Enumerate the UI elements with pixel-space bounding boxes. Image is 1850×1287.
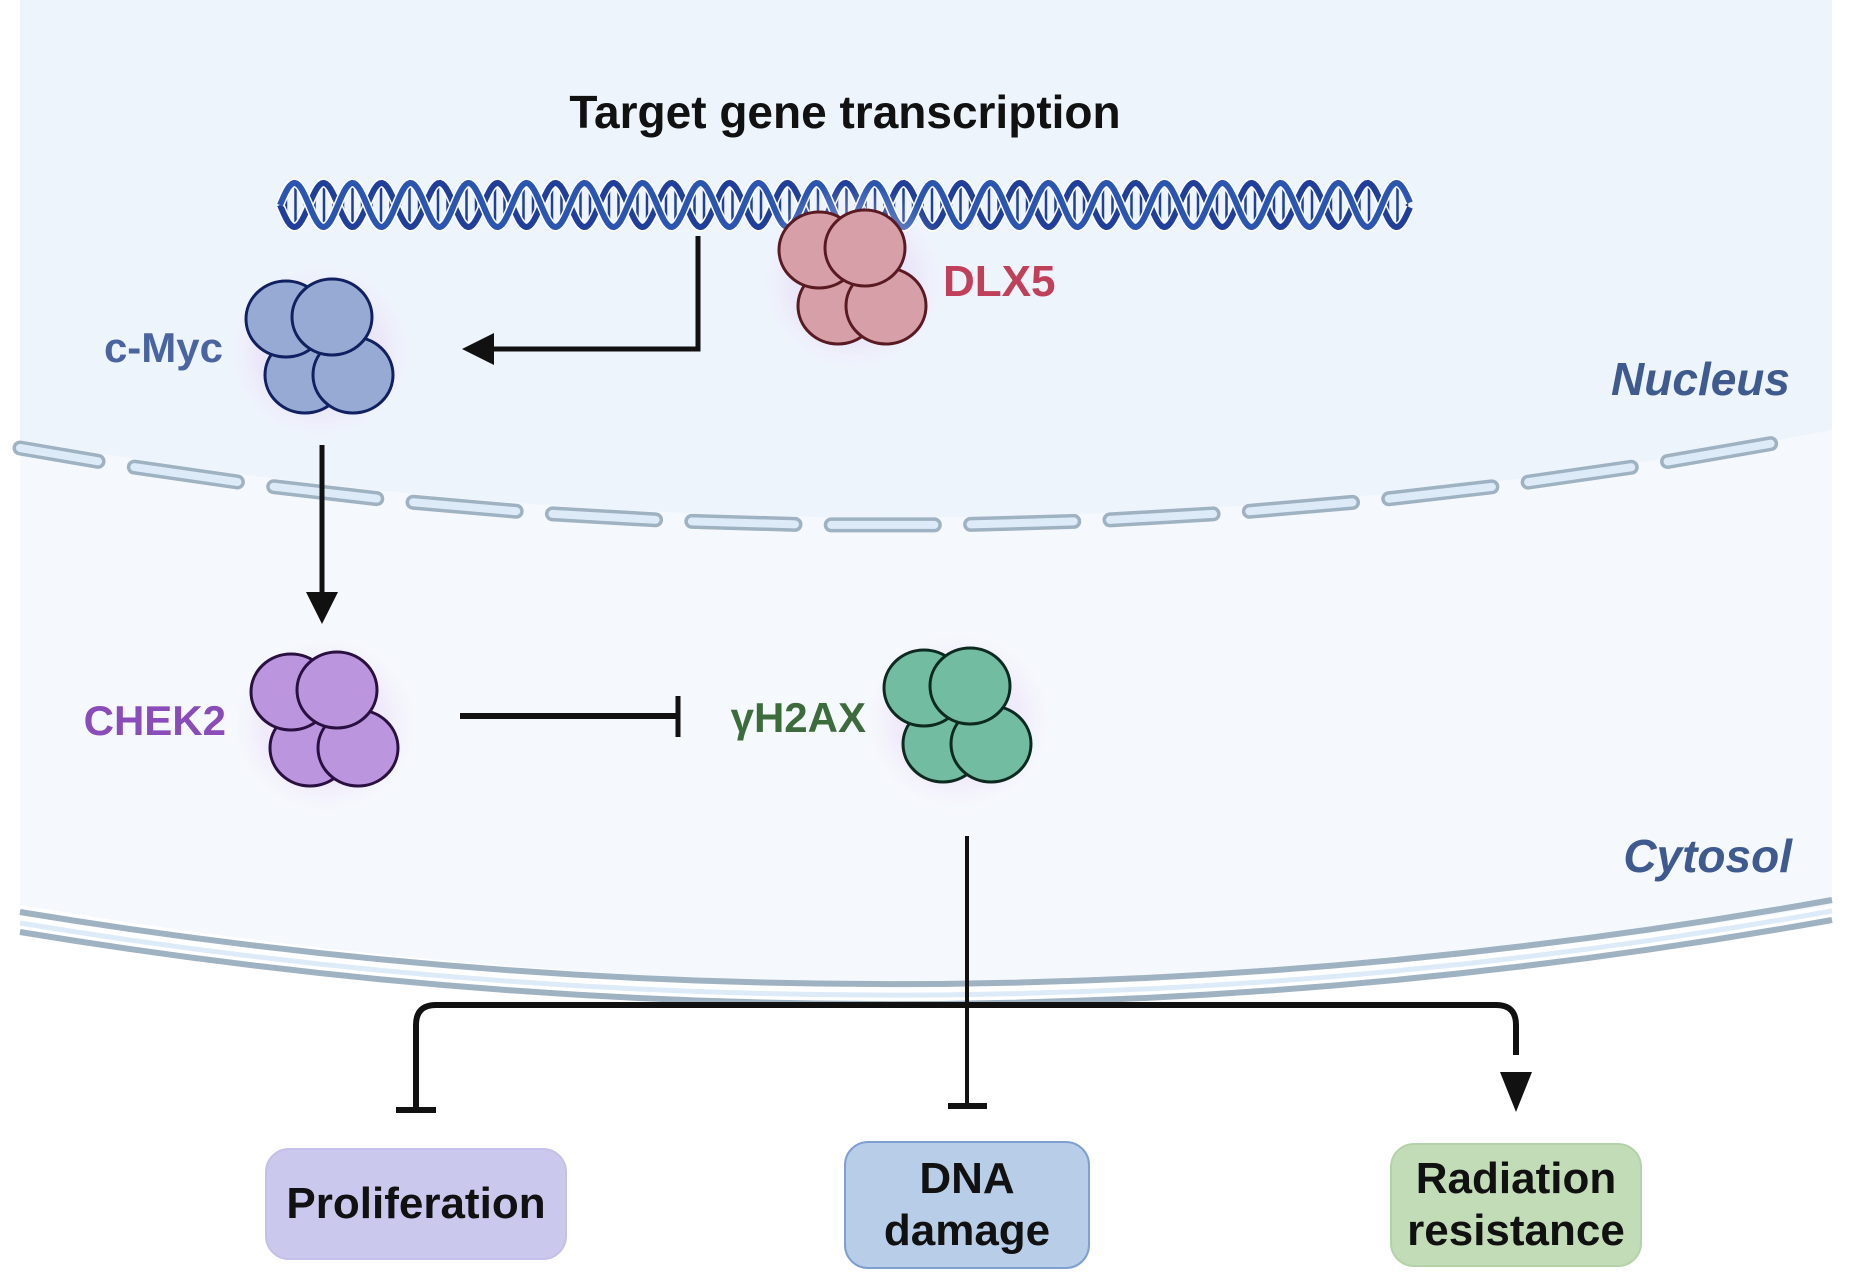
inhibition-chek2-to-gh2ax (460, 696, 681, 737)
outcome-dna-damage-line2: damage (883, 1206, 1051, 1255)
envelope-segment-inner (16, 444, 103, 466)
dlx5-label: DLX5 (943, 257, 1055, 306)
envelope-segment-inner (1524, 463, 1636, 487)
arrowhead-chek2-icon (306, 592, 338, 624)
dlx5-protein-icon (748, 183, 958, 383)
chek2-label: CHEK2 (84, 697, 226, 744)
outcome-radiation-resistance-line1: Radiation (1415, 1154, 1617, 1203)
envelope-segment-inner (966, 517, 1078, 529)
outcome-radiation-resistance: Radiation resistance (1390, 1143, 1642, 1267)
outcome-proliferation: Proliferation (265, 1148, 567, 1260)
gh2ax-protein-icon (853, 621, 1063, 821)
envelope-segment-inner (130, 463, 242, 486)
outcome-dna-damage-line1: DNA (919, 1154, 1015, 1203)
gh2ax-label: γH2AX (731, 694, 866, 741)
protein-subunit (290, 277, 374, 357)
nucleus-label: Nucleus (1611, 353, 1790, 405)
arrowhead-cmyc-icon (462, 333, 494, 365)
activation-arrow-dlx5-to-cmyc (490, 236, 701, 352)
outcome-dna-damage: DNA damage (844, 1141, 1090, 1269)
chek2-protein-icon (220, 625, 430, 825)
protein-subunit (295, 650, 379, 730)
envelope-segment-inner (1105, 509, 1218, 524)
dna-strand-1 (277, 179, 1413, 231)
envelope-segment-inner (548, 509, 660, 524)
activation-arrowhead-radiation-resistance-icon (1500, 1072, 1532, 1112)
branch-connector (413, 1002, 1519, 1108)
cmyc-protein-icon (215, 252, 425, 452)
envelope-segment-inner (409, 498, 521, 516)
envelope-segment-inner (1663, 439, 1775, 466)
envelope-segment-inner (687, 517, 799, 529)
envelope-segment-inner (1245, 498, 1357, 516)
protein-subunit (823, 208, 907, 288)
outcome-proliferation-label: Proliferation (286, 1179, 546, 1228)
envelope-segment-inner (1384, 482, 1496, 503)
diagram-title: Target gene transcription (569, 86, 1120, 138)
nuclear-envelope (12, 436, 1779, 533)
outcome-radiation-resistance-line2: resistance (1407, 1206, 1625, 1255)
envelope-segment-inner (269, 482, 381, 503)
protein-subunit (928, 646, 1012, 726)
cytosol-label: Cytosol (1623, 830, 1793, 882)
cmyc-label: c-Myc (104, 324, 223, 371)
